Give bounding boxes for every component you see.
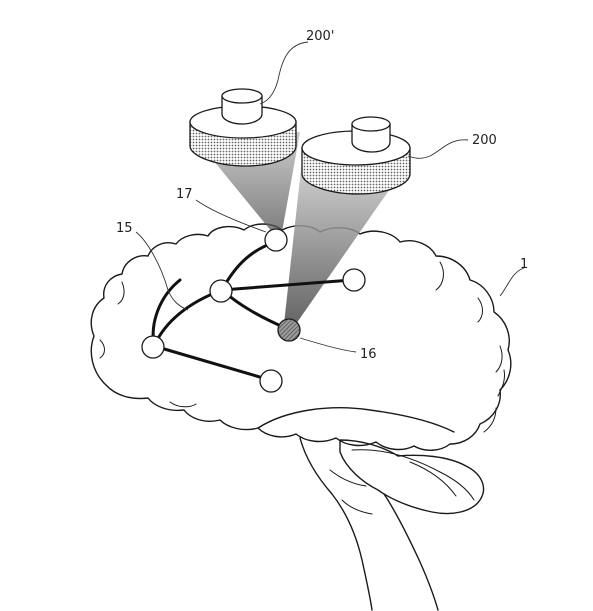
brain: [90, 223, 512, 611]
sulcus-line: [99, 339, 105, 359]
cerebellum-fold: [351, 449, 475, 501]
reference-labels: 200' 200 1 15 16 17: [116, 29, 528, 362]
network-edge: [220, 278, 354, 292]
label-device-secondary: 200: [472, 133, 497, 148]
sulcus-line: [483, 407, 497, 433]
leader-line-200: [407, 139, 469, 159]
sulcus-line: [117, 281, 125, 305]
device-primary: [189, 88, 297, 167]
network-nodes: [141, 228, 366, 393]
label-network: 15: [116, 221, 133, 236]
cerebellum-fold: [409, 461, 457, 497]
device-knob: [221, 95, 263, 125]
leader-line-1: [499, 267, 525, 297]
sulcus-line: [477, 297, 483, 323]
brainstem-fold: [341, 499, 373, 515]
cerebellum-outline: [339, 439, 485, 515]
temporal-fold: [257, 407, 455, 433]
brainstem-outline: [383, 493, 439, 611]
cerebrum-outline: [90, 223, 512, 451]
network-edge: [152, 344, 272, 382]
network-node-target: [277, 318, 301, 342]
network-edge: [220, 240, 277, 292]
leader-line-200prime: [259, 41, 309, 105]
label-stimulated-node: 17: [176, 187, 193, 202]
leader-line-16: [299, 337, 357, 353]
leader-lines: [135, 41, 525, 353]
device-knob: [351, 123, 391, 153]
network-node: [209, 279, 233, 303]
network-node: [264, 228, 288, 252]
device-knob-top: [351, 116, 391, 132]
sulcus-line: [435, 261, 444, 291]
device-secondary: [301, 116, 411, 195]
label-device-primary: 200': [306, 29, 334, 44]
brainstem-fold: [329, 469, 367, 487]
network-edge: [151, 278, 182, 348]
sulcus-line: [169, 401, 197, 408]
network-node: [342, 268, 366, 292]
leader-line-15: [135, 231, 189, 311]
label-target-region: 16: [360, 347, 377, 362]
sulcus-line: [497, 369, 505, 397]
brainstem-outline: [299, 437, 373, 611]
device-knob-top: [221, 88, 263, 104]
sulcus-line: [495, 345, 503, 373]
label-brain: 1: [520, 257, 528, 272]
leader-line-17: [195, 199, 267, 233]
network-node: [259, 369, 283, 393]
network-node: [141, 335, 165, 359]
